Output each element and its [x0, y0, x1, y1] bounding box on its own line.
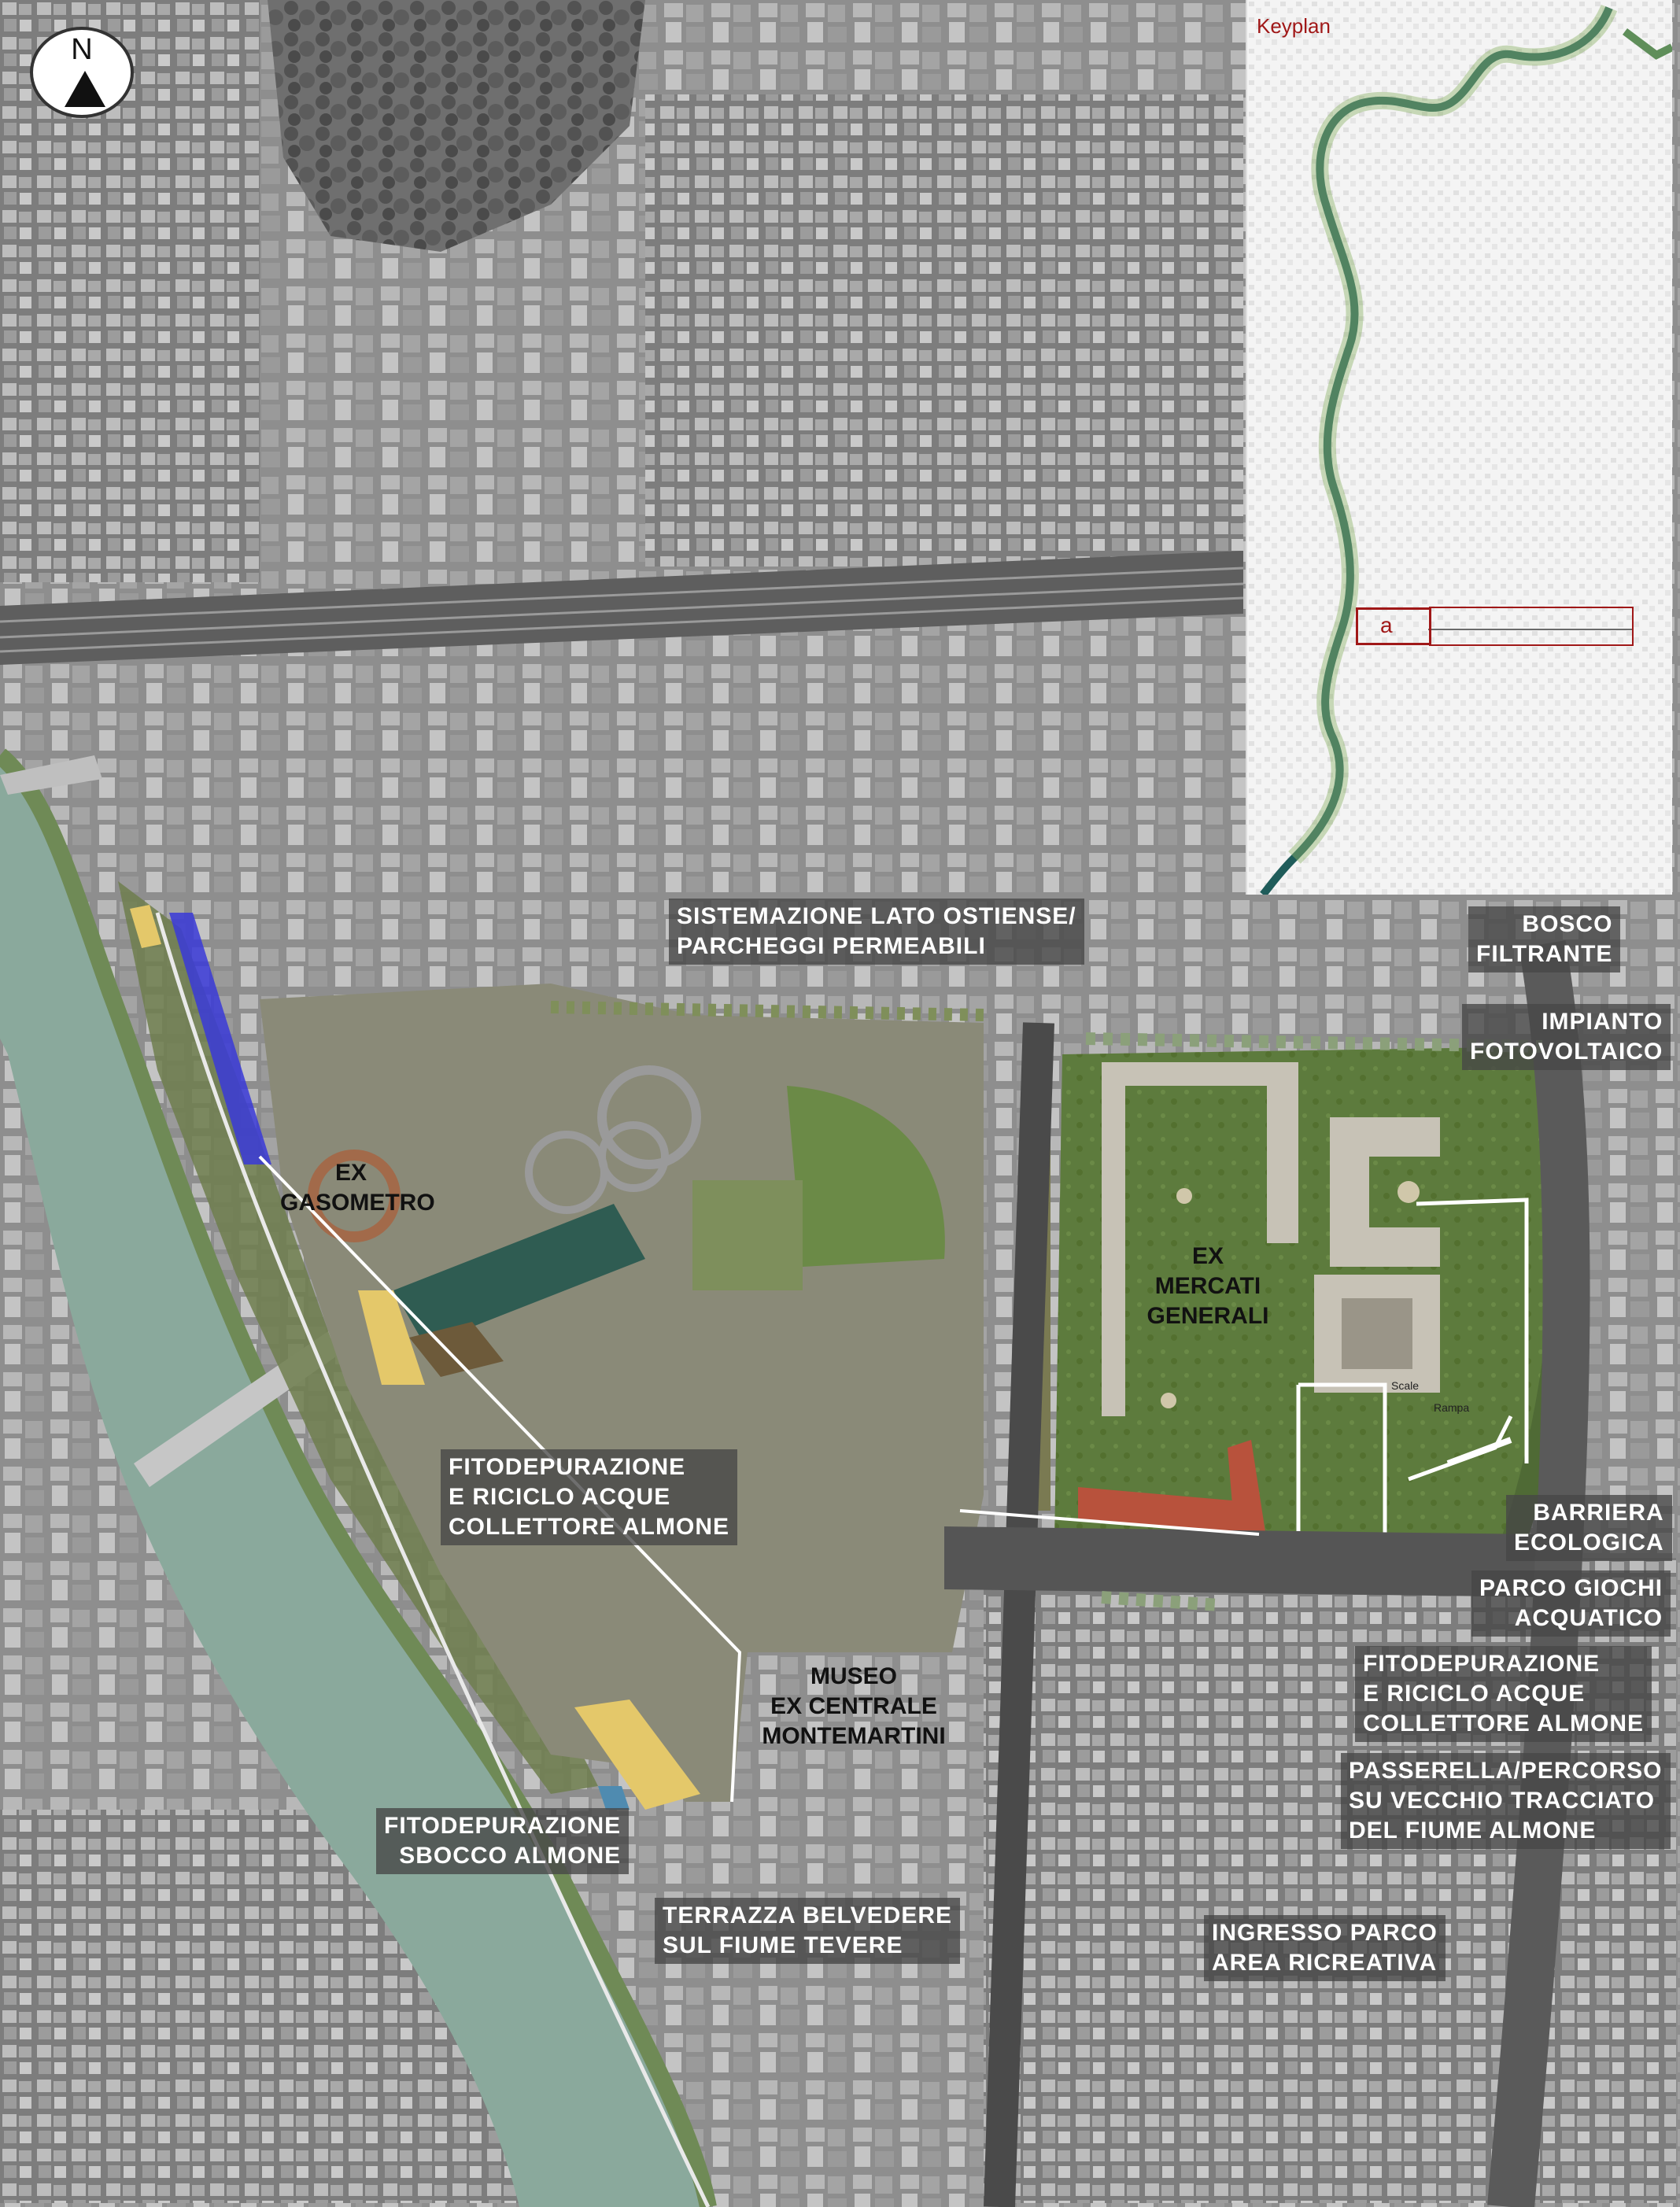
label-impianto-fotovoltaico: IMPIANTO FOTOVOLTAICO — [1462, 1004, 1671, 1070]
label-line: ACQUATICO — [1514, 1605, 1663, 1631]
label-fitodepurazione-sbocco: FITODEPURAZIONE SBOCCO ALMONE — [376, 1808, 630, 1874]
keyplan-marker: a — [1356, 607, 1431, 645]
label-line: BARRIERA — [1533, 1500, 1664, 1526]
place-line: EX CENTRALE — [770, 1693, 937, 1719]
keyplan-inset: Keyplan a — [1246, 0, 1672, 895]
rampa-annotation: Rampa — [1434, 1401, 1470, 1414]
label-terrazza-belvedere: TERRAZZA BELVEDERE SUL FIUME TEVERE — [655, 1898, 961, 1964]
keyplan-map — [1247, 0, 1672, 895]
label-line: BOSCO — [1522, 911, 1613, 937]
place-line: EX — [334, 1160, 367, 1186]
place-line: GENERALI — [1146, 1303, 1269, 1329]
label-line: INGRESSO PARCO — [1212, 1920, 1438, 1946]
label-barriera-ecologica: BARRIERA ECOLOGICA — [1506, 1495, 1672, 1561]
place-ex-gasometro: EX GASOMETRO — [280, 1158, 435, 1218]
north-letter: N — [71, 33, 93, 66]
label-line: SU VECCHIO TRACCIATO — [1349, 1788, 1655, 1814]
label-line: SBOCCO ALMONE — [399, 1843, 622, 1869]
north-triangle-icon — [65, 71, 105, 107]
scale-annotation: Scale — [1391, 1379, 1420, 1392]
place-ex-mercati-generali: EX MERCATI GENERALI — [1133, 1242, 1283, 1331]
label-line: PARCO GIOCHI — [1479, 1575, 1663, 1601]
label-line: FITODEPURAZIONE — [384, 1813, 622, 1839]
label-ingresso-parco: INGRESSO PARCO AREA RICREATIVA — [1204, 1915, 1446, 1981]
place-line: EX — [1191, 1243, 1224, 1269]
label-line: PARCHEGGI PERMEABILI — [677, 933, 986, 959]
label-line: COLLETTORE ALMONE — [1363, 1711, 1644, 1736]
place-line: MERCATI — [1154, 1273, 1261, 1299]
label-line: IMPIANTO — [1542, 1009, 1663, 1035]
place-line: MONTEMARTINI — [762, 1723, 946, 1749]
label-line: SISTEMAZIONE LATO OSTIENSE/ — [677, 903, 1076, 929]
label-passerella-percorso: PASSERELLA/PERCORSO SU VECCHIO TRACCIATO… — [1341, 1753, 1671, 1849]
place-line: MUSEO — [810, 1663, 897, 1689]
label-line: FITODEPURAZIONE — [449, 1454, 686, 1480]
label-line: FILTRANTE — [1476, 941, 1613, 967]
label-line: FOTOVOLTAICO — [1470, 1039, 1663, 1065]
label-bosco-filtrante: BOSCO FILTRANTE — [1468, 906, 1621, 972]
label-line: E RICICLO ACQUE — [449, 1484, 671, 1510]
north-arrow: N — [30, 27, 134, 118]
label-fitodepurazione-collettore-right: FITODEPURAZIONE E RICICLO ACQUE COLLETTO… — [1355, 1646, 1652, 1742]
label-line: SUL FIUME TEVERE — [663, 1932, 903, 1958]
label-line: TERRAZZA BELVEDERE — [663, 1903, 953, 1928]
label-parco-giochi-acquatico: PARCO GIOCHI ACQUATICO — [1471, 1570, 1671, 1637]
label-line: DEL FIUME ALMONE — [1349, 1818, 1597, 1843]
label-line: E RICICLO ACQUE — [1363, 1681, 1586, 1707]
keyplan-title: Keyplan — [1257, 14, 1331, 38]
label-line: AREA RICREATIVA — [1212, 1950, 1438, 1976]
label-line: PASSERELLA/PERCORSO — [1349, 1758, 1663, 1784]
label-line: ECOLOGICA — [1514, 1530, 1664, 1556]
label-line: COLLETTORE ALMONE — [449, 1514, 729, 1540]
label-sistemazione-ostiense: SISTEMAZIONE LATO OSTIENSE/ PARCHEGGI PE… — [669, 899, 1084, 965]
place-line: GASOMETRO — [280, 1190, 435, 1216]
label-line: FITODEPURAZIONE — [1363, 1651, 1601, 1677]
label-fitodepurazione-collettore-left: FITODEPURAZIONE E RICICLO ACQUE COLLETTO… — [441, 1449, 737, 1545]
place-museo-montemartini: MUSEO EX CENTRALE MONTEMARTINI — [744, 1662, 964, 1751]
